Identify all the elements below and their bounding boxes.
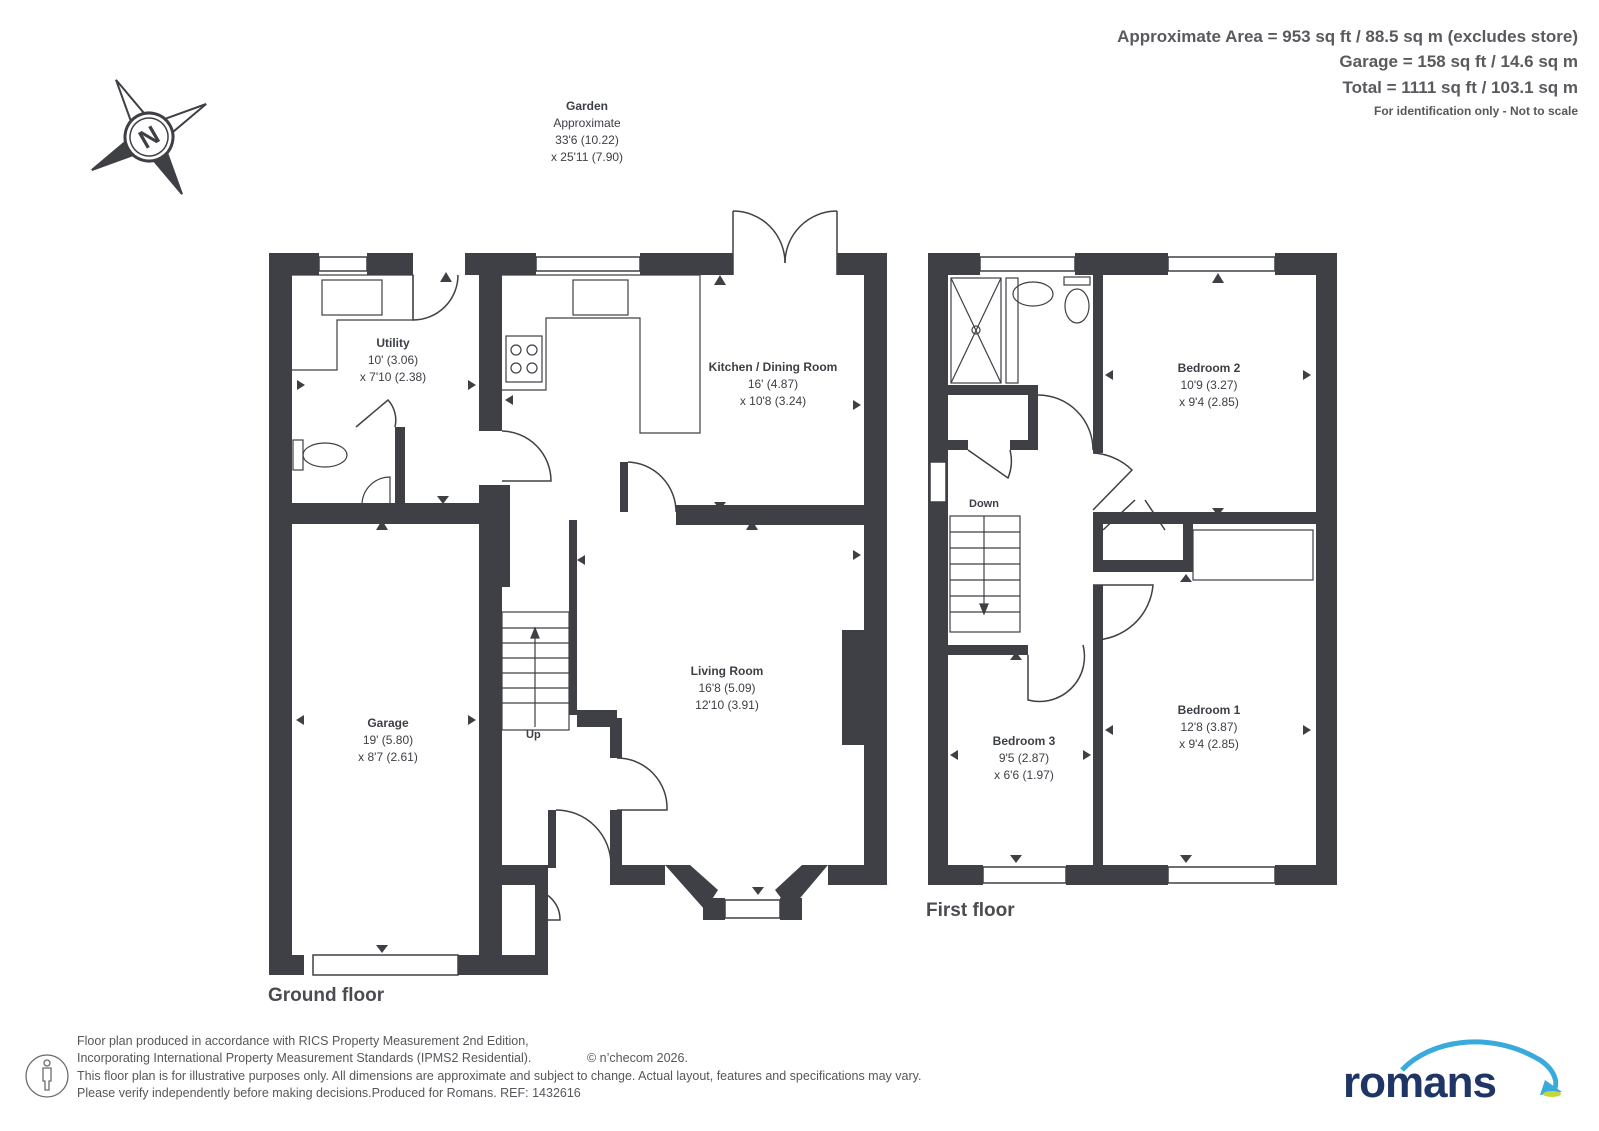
- disclaimer-line4: Please verify independently before makin…: [77, 1086, 581, 1100]
- bedroom3-dim1: 9'5 (2.87): [999, 751, 1049, 765]
- utility-dim2: x 7'10 (2.38): [360, 370, 426, 384]
- room-label-living: Living Room 16'8 (5.09) 12'10 (3.91): [691, 664, 764, 712]
- first-floor-walls: [928, 253, 1337, 885]
- garage-dim1: 19' (5.80): [363, 733, 413, 747]
- bedroom2-title: Bedroom 2: [1178, 361, 1241, 375]
- bedroom1-title: Bedroom 1: [1178, 703, 1241, 717]
- room-label-garage: Garage 19' (5.80) x 8'7 (2.61): [358, 716, 418, 764]
- room-label-bedroom3: Bedroom 3 9'5 (2.87) x 6'6 (1.97): [993, 734, 1056, 782]
- stairs-up-label: Up: [526, 729, 541, 741]
- bedroom2-dim1: 10'9 (3.27): [1181, 378, 1238, 392]
- person-scale-icon: [25, 1054, 69, 1098]
- area-total-text: Total = 1111 sq ft / 103.1 sq m: [1343, 78, 1578, 97]
- garden-french-doors[interactable]: [732, 210, 838, 275]
- wc-toilet-icon: [302, 442, 348, 468]
- romans-logo-text: romans: [1343, 1058, 1496, 1107]
- room-label-bedroom1: Bedroom 1 12'8 (3.87) x 9'4 (2.85): [1178, 703, 1241, 751]
- area-approx-text: Approximate Area = 953 sq ft / 88.5 sq m…: [1117, 27, 1578, 46]
- first-floor-dimension-markers: [950, 273, 1311, 863]
- bathroom-fittings: [950, 276, 1314, 581]
- bedroom3-title: Bedroom 3: [993, 734, 1056, 748]
- bedroom3-dim2: x 6'6 (1.97): [994, 768, 1054, 782]
- living-dim1: 16'8 (5.09): [699, 681, 756, 695]
- room-label-kitchen: Kitchen / Dining Room 16' (4.87) x 10'8 …: [709, 360, 838, 408]
- bedroom2-dim2: x 9'4 (2.85): [1179, 395, 1239, 409]
- bedroom1-dim1: 12'8 (3.87): [1181, 720, 1238, 734]
- first-floor-stairs[interactable]: [949, 515, 1021, 633]
- area-summary: Approximate Area = 953 sq ft / 88.5 sq m…: [1117, 27, 1578, 118]
- garden-line2: 33'6 (10.22): [555, 133, 619, 147]
- disclaimer-block: Floor plan produced in accordance with R…: [25, 1034, 921, 1100]
- utility-dim1: 10' (3.06): [368, 353, 418, 367]
- shower-tray-icon: [950, 277, 1002, 384]
- garage-title: Garage: [367, 716, 409, 730]
- romans-logo: romans: [1343, 1039, 1562, 1107]
- room-label-utility: Utility 10' (3.06) x 7'10 (2.38): [360, 336, 426, 384]
- utility-fittings: [292, 274, 414, 506]
- basin-icon: [361, 476, 391, 506]
- disclaimer-line2: Incorporating International Property Mea…: [77, 1051, 531, 1065]
- ground-floor-walls: [269, 253, 887, 975]
- ground-floor-windows: [312, 256, 781, 976]
- first-floor-doors[interactable]: [967, 394, 1166, 703]
- first-floor-plan: Down Bedroom 2 10'9 (3.27) x 9'4 (2.85) …: [926, 253, 1337, 921]
- room-label-bedroom2: Bedroom 2 10'9 (3.27) x 9'4 (2.85): [1178, 361, 1241, 409]
- living-title: Living Room: [691, 664, 764, 678]
- wardrobe-icon: [1192, 529, 1314, 581]
- copyright-text: © n’checom 2026.: [587, 1051, 688, 1065]
- bedroom1-dim2: x 9'4 (2.85): [1179, 737, 1239, 751]
- garden-line1: Approximate: [553, 116, 621, 130]
- kitchen-dim2: x 10'8 (3.24): [740, 394, 806, 408]
- garage-dim2: x 8'7 (2.61): [358, 750, 418, 764]
- romans-swoosh-icon: [1400, 1039, 1559, 1094]
- disclaimer-line3: This floor plan is for illustrative purp…: [77, 1069, 921, 1083]
- not-to-scale-note: For identification only - Not to scale: [1374, 104, 1578, 118]
- first-floor-windows: [929, 256, 1276, 884]
- hob-icon: [505, 335, 543, 383]
- kitchen-fittings: [502, 274, 701, 434]
- utility-title: Utility: [376, 336, 410, 350]
- kitchen-dim1: 16' (4.87): [748, 377, 798, 391]
- stairs-down-label: Down: [969, 498, 999, 510]
- ground-floor-dimension-markers: [296, 272, 861, 953]
- ground-floor-plan: Up Utility 10' (3.06) x 7'10 (2.38): [268, 210, 887, 1006]
- compass-rose-icon: N: [91, 79, 207, 195]
- basin-icon: [1012, 281, 1054, 307]
- ground-floor-label: Ground floor: [268, 985, 385, 1006]
- kitchen-title: Kitchen / Dining Room: [709, 360, 838, 374]
- living-dim2: 12'10 (3.91): [695, 698, 759, 712]
- garden-line3: x 25'11 (7.90): [551, 150, 623, 164]
- toilet-icon: [1064, 288, 1090, 324]
- first-floor-label: First floor: [926, 900, 1015, 921]
- garden-title: Garden: [566, 99, 608, 113]
- garden-label: Garden Approximate 33'6 (10.22) x 25'11 …: [551, 99, 623, 164]
- ground-floor-doors[interactable]: [355, 274, 677, 921]
- kitchen-sink-icon: [572, 279, 629, 316]
- disclaimer-line1: Floor plan produced in accordance with R…: [77, 1034, 529, 1048]
- utility-sink-icon: [321, 279, 383, 316]
- area-garage-text: Garage = 158 sq ft / 14.6 sq m: [1339, 52, 1578, 71]
- ground-floor-stairs[interactable]: [501, 611, 570, 731]
